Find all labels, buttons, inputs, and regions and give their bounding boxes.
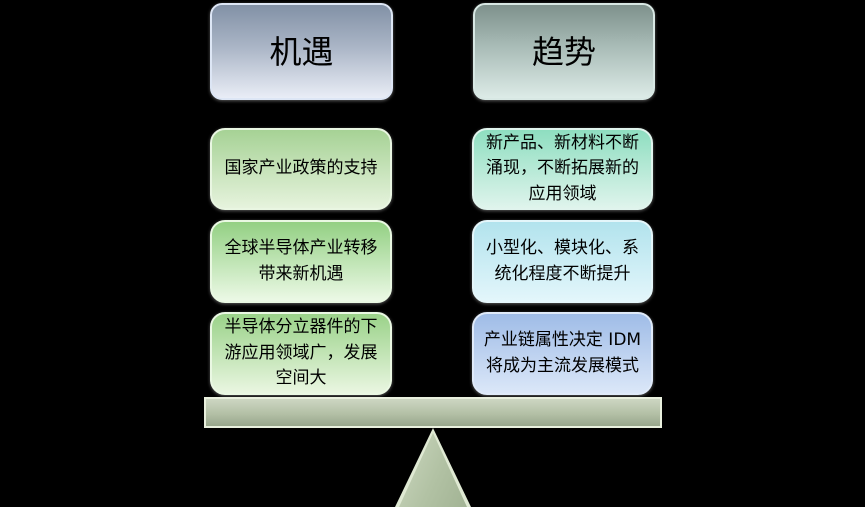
opportunity-item-industry-transfer: 全球半导体产业转移 带来新机遇 (210, 220, 392, 303)
opportunity-item-downstream-applications: 半导体分立器件的下 游应用领域广，发展 空间大 (210, 312, 392, 395)
seesaw-fulcrum-triangle (395, 428, 471, 507)
header-trend: 趋势 (473, 3, 655, 100)
trend-item-idm-model-text: 产业链属性决定 IDM 将成为主流发展模式 (483, 330, 642, 376)
opportunity-item-downstream-applications-text: 半导体分立器件的下 游应用领域广，发展 空间大 (224, 317, 378, 389)
header-opportunity: 机遇 (210, 3, 393, 100)
header-opportunity-label: 机遇 (269, 32, 334, 71)
trend-item-idm-model: 产业链属性决定 IDM 将成为主流发展模式 (472, 312, 653, 395)
trend-item-new-products: 新产品、新材料不断 涌现，不断拓展新的 应用领域 (472, 128, 653, 210)
seesaw-beam (204, 397, 662, 428)
trend-item-new-products-text: 新产品、新材料不断 涌现，不断拓展新的 应用领域 (486, 132, 639, 204)
trend-item-miniaturization-text: 小型化、模块化、系 统化程度不断提升 (486, 238, 639, 284)
header-trend-label: 趋势 (531, 32, 596, 71)
opportunity-item-policy: 国家产业政策的支持 (210, 128, 392, 210)
trend-item-miniaturization: 小型化、模块化、系 统化程度不断提升 (472, 220, 653, 303)
opportunity-item-industry-transfer-text: 全球半导体产业转移 带来新机遇 (224, 238, 378, 284)
seesaw-fulcrum-triangle-fill (399, 433, 467, 507)
opportunity-item-policy-text: 国家产业政策的支持 (224, 158, 378, 179)
